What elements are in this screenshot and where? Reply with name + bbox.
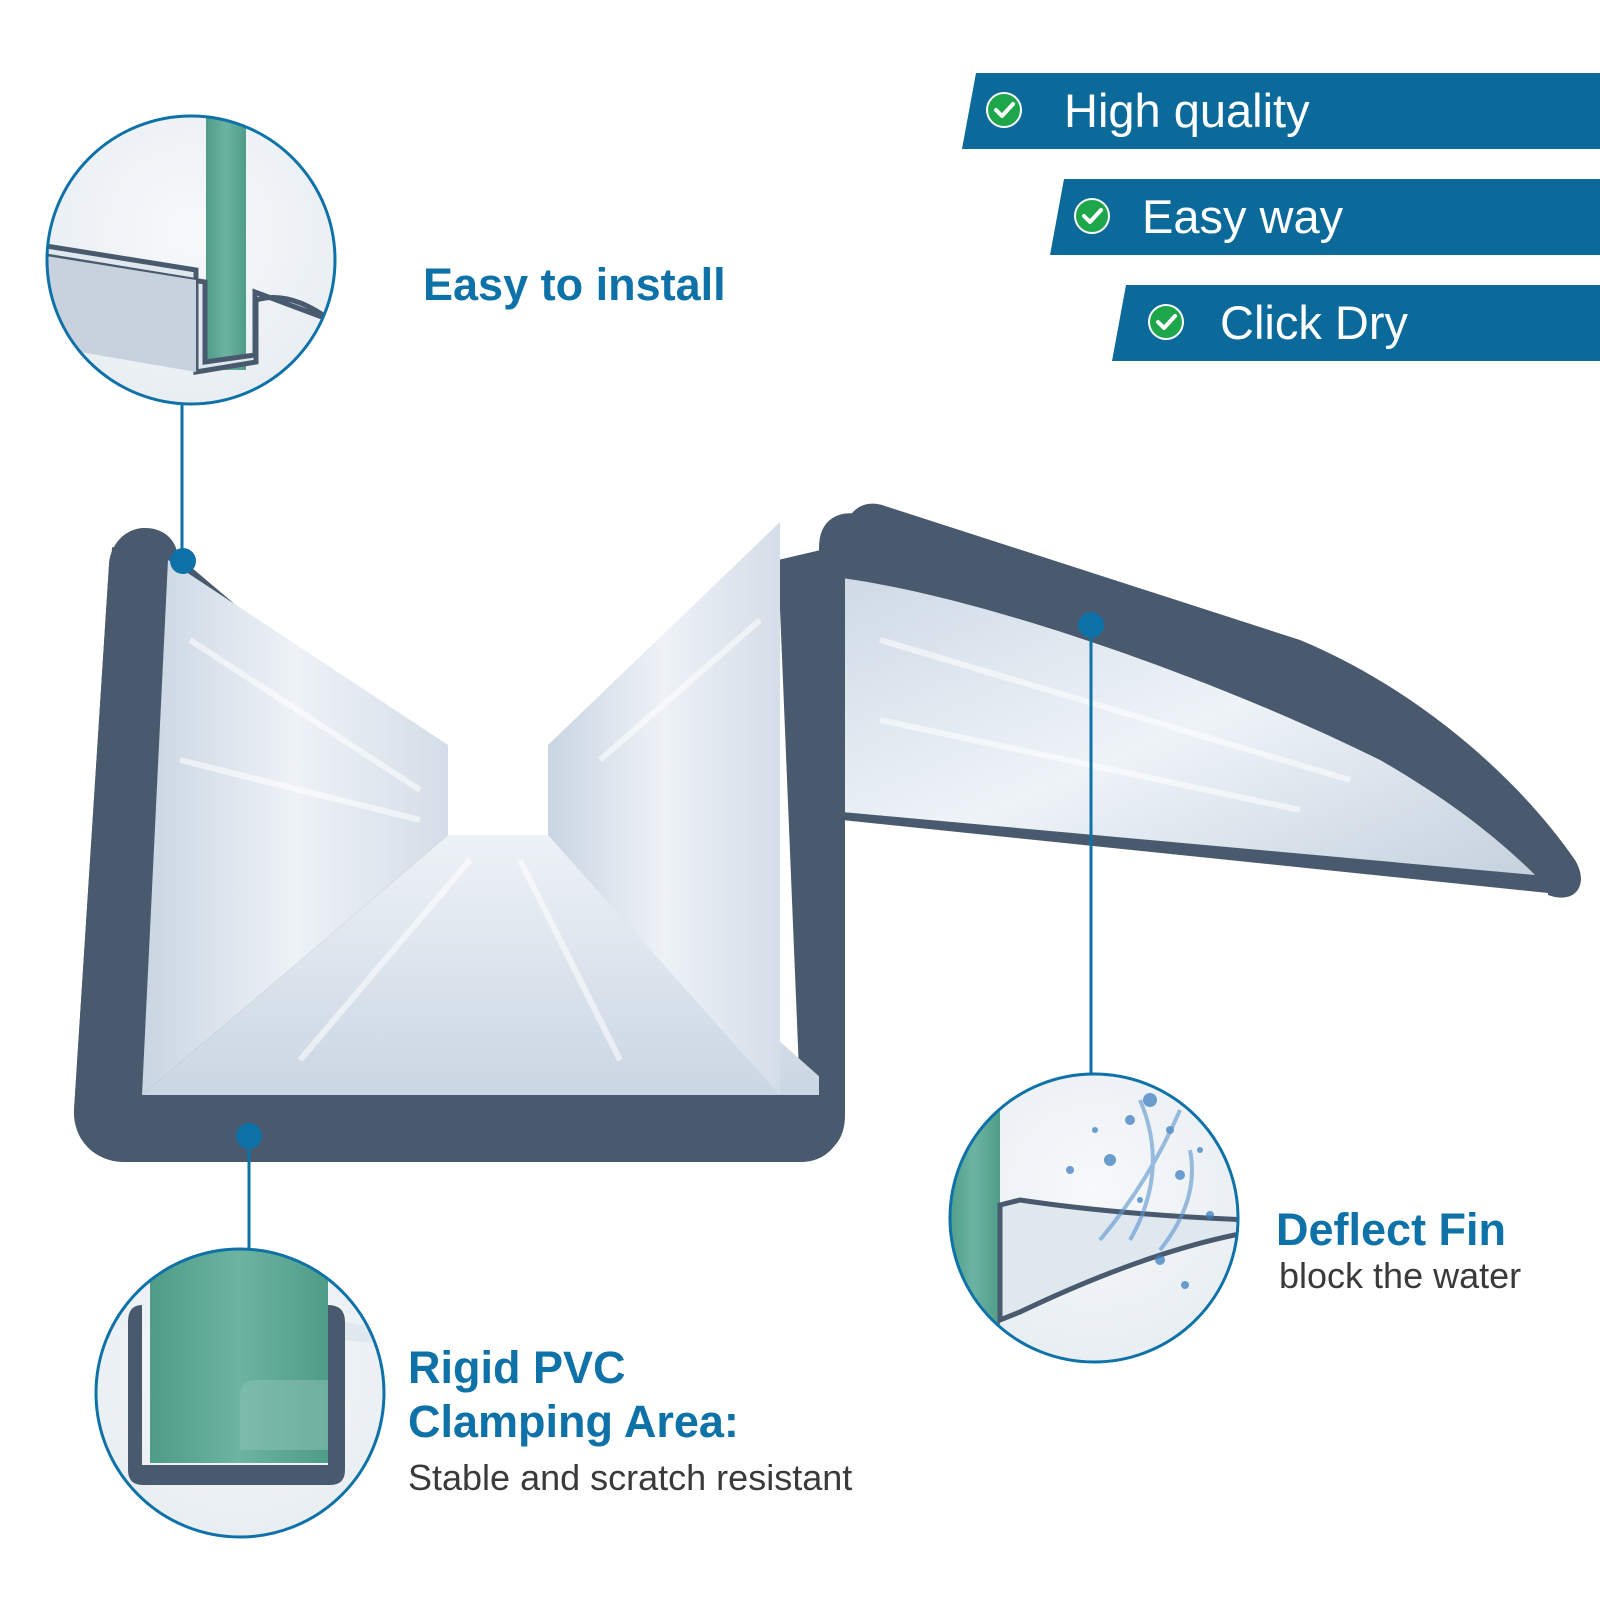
- feature-banner-click-dry: Click Dry: [1112, 285, 1600, 361]
- check-circle-icon: [986, 92, 1022, 128]
- seal-profile-mini: [47, 242, 332, 375]
- install-detail-circle: [45, 114, 337, 406]
- check-circle-icon: [1148, 304, 1184, 340]
- feature-label: High quality: [1064, 84, 1310, 137]
- u-profile-graphic: [73, 503, 1581, 1162]
- u-profile-outline: [79, 513, 1571, 1158]
- callout-connectors: [170, 404, 1104, 1250]
- u-profile-frame-left: [73, 528, 843, 1162]
- feature-banner-high-quality: High quality: [962, 73, 1600, 149]
- fin-connector-dot: [1078, 612, 1104, 638]
- install-callout-title: Easy to install: [423, 259, 726, 310]
- u-profile-right-wall: [548, 522, 780, 1095]
- pvc-callout-title-line2: Clamping Area:: [408, 1396, 739, 1447]
- glass-panel: [206, 116, 246, 370]
- check-circle-icon: [1074, 198, 1110, 234]
- glass-panel-fin: [950, 1074, 1000, 1330]
- feature-label: Easy way: [1142, 190, 1344, 243]
- pvc-channel-frame: [128, 1305, 345, 1485]
- feature-label: Click Dry: [1220, 296, 1408, 349]
- u-profile-bottom: [142, 835, 840, 1095]
- fin-profile-mini: [997, 1197, 1238, 1324]
- fin-detail-circle: [948, 1072, 1240, 1364]
- pvc-callout-subtitle: Stable and scratch resistant: [408, 1457, 853, 1498]
- channel-opening: [448, 745, 548, 835]
- feature-banner-easy-way: Easy way: [1050, 179, 1600, 255]
- install-connector-dot: [170, 548, 196, 574]
- pvc-detail-circle: [94, 1247, 386, 1539]
- pvc-callout-title-line1: Rigid PVC: [408, 1342, 626, 1393]
- fin-callout-subtitle: block the water: [1279, 1255, 1522, 1296]
- water-splash: [1066, 1093, 1214, 1289]
- pvc-connector-dot: [236, 1123, 262, 1149]
- deflect-fin-surface: [842, 578, 1535, 875]
- fin-callout-title: Deflect Fin: [1276, 1204, 1507, 1255]
- u-profile-left-wall: [142, 560, 448, 1095]
